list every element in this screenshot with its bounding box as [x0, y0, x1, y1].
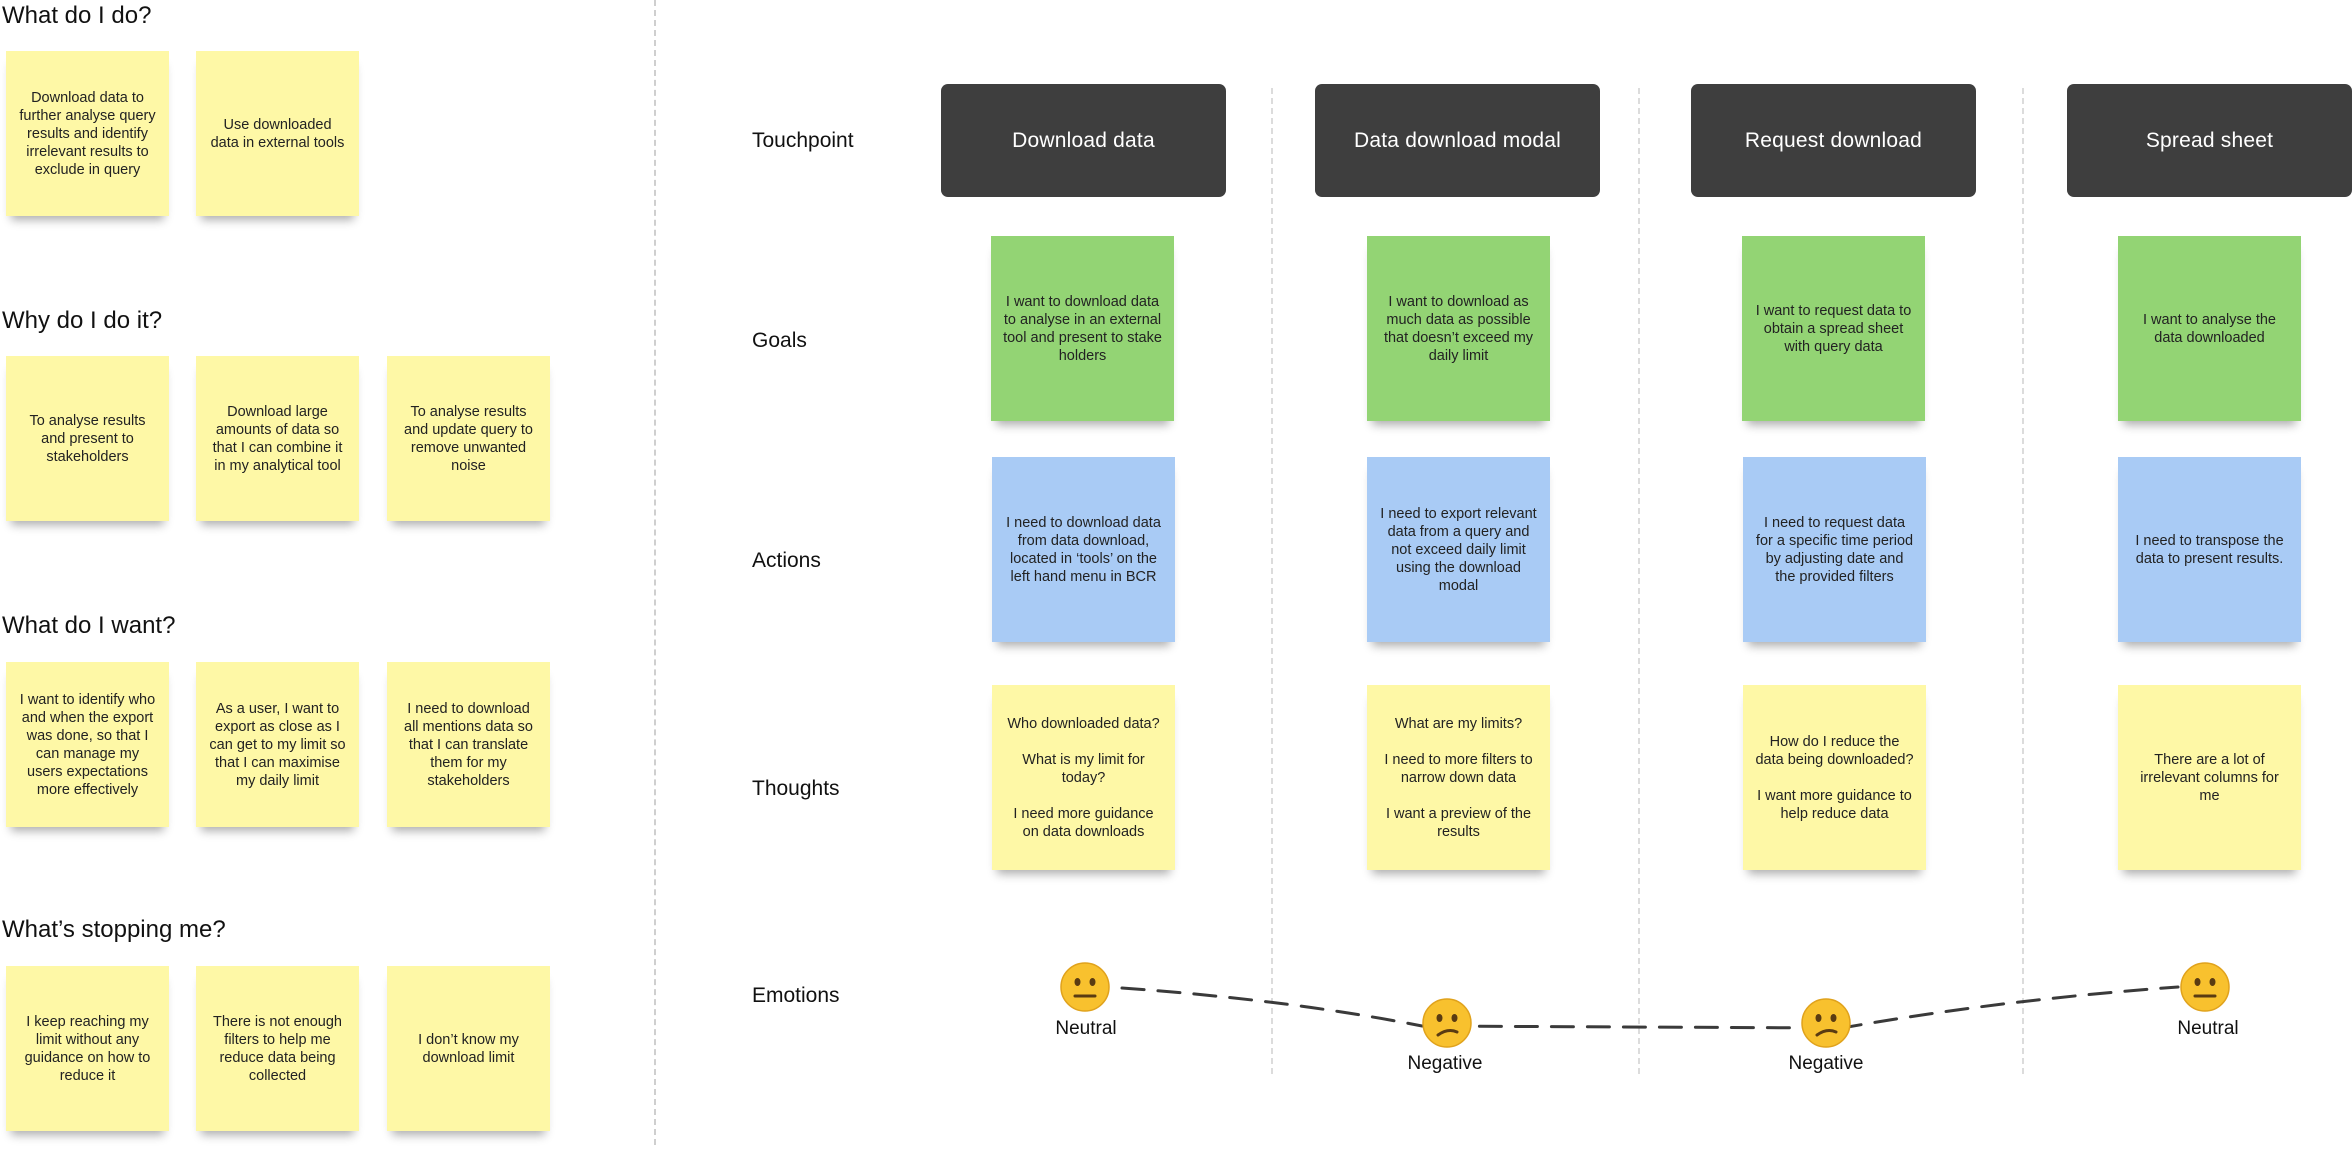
neutral-face-icon	[1060, 962, 1110, 1012]
thought-note[interactable]: Who downloaded data? What is my limit fo…	[992, 685, 1175, 870]
touchpoint-spread-sheet[interactable]: Spread sheet	[2067, 84, 2352, 197]
action-note[interactable]: I need to export relevant data from a qu…	[1367, 457, 1550, 642]
sticky-note[interactable]: Download large amounts of data so that I…	[196, 356, 359, 521]
stage-divider	[1271, 88, 1273, 1074]
sticky-note[interactable]: I don’t know my download limit	[387, 966, 550, 1131]
section-title-whats-stopping-me: What’s stopping me?	[2, 916, 226, 943]
sticky-note[interactable]: I keep reaching my limit without any gui…	[6, 966, 169, 1131]
sticky-note[interactable]: Download data to further analyse query r…	[6, 51, 169, 216]
row-label-actions: Actions	[752, 549, 821, 572]
thought-note[interactable]: How do I reduce the data being downloade…	[1743, 685, 1926, 870]
goal-note[interactable]: I want to request data to obtain a sprea…	[1742, 236, 1925, 421]
section-title-what-do-i-do: What do I do?	[2, 2, 152, 29]
emotion-label: Neutral	[1055, 1018, 1117, 1039]
stage-divider	[1638, 88, 1640, 1074]
thought-note[interactable]: There are a lot of irrelevant columns fo…	[2118, 685, 2301, 870]
row-label-emotions: Emotions	[752, 984, 840, 1007]
goal-note[interactable]: I want to download as much data as possi…	[1367, 236, 1550, 421]
row-label-thoughts: Thoughts	[752, 777, 840, 800]
sticky-note[interactable]: There is not enough filters to help me r…	[196, 966, 359, 1131]
emotion-label: Negative	[1407, 1053, 1483, 1074]
sticky-note[interactable]: As a user, I want to export as close as …	[196, 662, 359, 827]
goal-note[interactable]: I want to download data to analyse in an…	[991, 236, 1174, 421]
thought-note[interactable]: What are my limits? I need to more filte…	[1367, 685, 1550, 870]
stage-divider	[2022, 88, 2024, 1074]
sticky-note[interactable]: I need to download all mentions data so …	[387, 662, 550, 827]
sticky-note[interactable]: To analyse results and present to stakeh…	[6, 356, 169, 521]
emotion-label: Neutral	[2177, 1018, 2239, 1039]
section-title-what-do-i-want: What do I want?	[2, 612, 176, 639]
sticky-note[interactable]: Use downloaded data in external tools	[196, 51, 359, 216]
action-note[interactable]: I need to transpose the data to present …	[2118, 457, 2301, 642]
sticky-note[interactable]: To analyse results and update query to r…	[387, 356, 550, 521]
row-label-touchpoint: Touchpoint	[752, 129, 854, 152]
action-note[interactable]: I need to download data from data downlo…	[992, 457, 1175, 642]
section-title-why-do-i-do-it: Why do I do it?	[2, 307, 163, 334]
emotion-label: Negative	[1788, 1053, 1864, 1074]
goal-note[interactable]: I want to analyse the data downloaded	[2118, 236, 2301, 421]
row-label-goals: Goals	[752, 329, 807, 352]
confused-face-icon	[1422, 998, 1472, 1048]
sticky-note[interactable]: I want to identify who and when the expo…	[6, 662, 169, 827]
touchpoint-request-download[interactable]: Request download	[1691, 84, 1976, 197]
touchpoint-data-download-modal[interactable]: Data download modal	[1315, 84, 1600, 197]
touchpoint-download-data[interactable]: Download data	[941, 84, 1226, 197]
action-note[interactable]: I need to request data for a specific ti…	[1743, 457, 1926, 642]
confused-face-icon	[1801, 998, 1851, 1048]
neutral-face-icon	[2180, 962, 2230, 1012]
panel-divider	[654, 0, 656, 1145]
